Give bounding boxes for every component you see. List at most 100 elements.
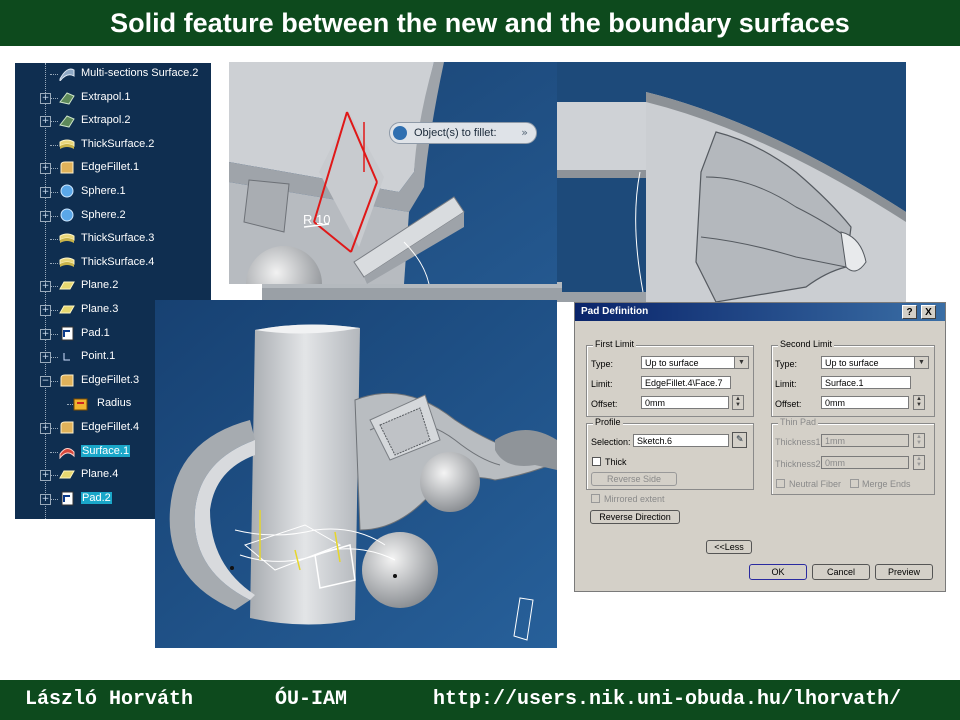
thick-surface-icon bbox=[59, 137, 75, 152]
tree-branch-line bbox=[50, 121, 58, 123]
slide-title: Solid feature between the new and the bo… bbox=[110, 7, 850, 38]
thickness2-label: Thickness2: bbox=[775, 459, 824, 469]
tree-item[interactable]: +Extrapol.2 bbox=[15, 111, 211, 131]
first-offset-field[interactable]: 0mm bbox=[641, 396, 729, 409]
tree-item[interactable]: ThickSurface.3 bbox=[15, 229, 211, 249]
thick-surface-icon bbox=[59, 255, 75, 270]
second-offset-label: Offset: bbox=[775, 399, 802, 409]
tree-item-label: Pad.2 bbox=[81, 491, 112, 504]
surface-icon bbox=[59, 444, 75, 460]
pad-icon bbox=[59, 326, 75, 341]
close-button[interactable]: X bbox=[921, 305, 936, 319]
mirrored-extent-checkbox[interactable] bbox=[591, 494, 600, 503]
tree-item[interactable]: +EdgeFillet.4 bbox=[15, 418, 211, 438]
tree-branch-line bbox=[50, 333, 58, 335]
edge-fillet-icon bbox=[59, 420, 75, 435]
footer-author: László Horváth bbox=[25, 688, 194, 711]
viewport-fillet-view[interactable]: R 10 Object(s) to fillet: » bbox=[229, 62, 557, 284]
viewport-pad-result-view[interactable] bbox=[646, 62, 906, 302]
pad-icon bbox=[59, 491, 75, 506]
thick-checkbox[interactable] bbox=[592, 457, 601, 466]
preview-button[interactable]: Preview bbox=[875, 564, 933, 580]
fillet-prompt-tooltip[interactable]: Object(s) to fillet: » bbox=[389, 122, 537, 144]
tree-item[interactable]: +Extrapol.1 bbox=[15, 88, 211, 108]
second-type-value: Up to surface bbox=[825, 358, 879, 368]
tree-item[interactable]: +Sphere.2 bbox=[15, 206, 211, 226]
first-limit-value: EdgeFillet.4\Face.7 bbox=[645, 378, 723, 388]
tree-item-label: Radius bbox=[97, 397, 132, 410]
second-limit-field[interactable]: Surface.1 bbox=[821, 376, 911, 389]
multi-sections-surface-icon bbox=[59, 66, 75, 83]
viewport-background-graphic bbox=[555, 62, 650, 302]
tree-item[interactable]: ThickSurface.4 bbox=[15, 253, 211, 273]
selection-field[interactable]: Sketch.6 bbox=[633, 434, 729, 447]
thickness2-value: 0mm bbox=[825, 458, 845, 468]
chevron-down-icon[interactable]: ▼ bbox=[914, 357, 928, 368]
less-button[interactable]: <<Less bbox=[706, 540, 752, 554]
thickness1-value: 1mm bbox=[825, 436, 845, 446]
thickness2-field[interactable]: 0mm bbox=[821, 456, 909, 469]
tree-branch-line bbox=[50, 357, 58, 359]
second-offset-field[interactable]: 0mm bbox=[821, 396, 909, 409]
viewport-background-strip bbox=[555, 62, 650, 302]
thickness1-label: Thickness1: bbox=[775, 437, 824, 447]
edge-fillet-icon bbox=[59, 160, 75, 175]
help-button[interactable]: ? bbox=[902, 305, 917, 319]
tree-item-label: Sphere.1 bbox=[81, 185, 126, 197]
cancel-button[interactable]: Cancel bbox=[812, 564, 870, 580]
tree-item[interactable]: +Point.1 bbox=[15, 347, 211, 367]
pad-definition-dialog[interactable]: Pad Definition ? X First Limit Type: Up … bbox=[574, 302, 946, 592]
thickness1-spinner[interactable]: ▲▼ bbox=[913, 433, 925, 448]
tree-branch-line bbox=[50, 97, 58, 99]
dialog-title-bar[interactable]: Pad Definition bbox=[575, 303, 945, 321]
tree-item[interactable]: +Pad.2 bbox=[15, 489, 211, 509]
neutral-fiber-checkbox[interactable] bbox=[776, 479, 785, 488]
tree-item[interactable]: Multi-sections Surface.2 bbox=[15, 64, 211, 84]
tree-item[interactable]: −EdgeFillet.3 bbox=[15, 371, 211, 391]
sketch-edit-button[interactable]: ✎ bbox=[732, 432, 747, 448]
merge-ends-checkbox[interactable] bbox=[850, 479, 859, 488]
tree-item-label: Multi-sections Surface.2 bbox=[81, 67, 199, 79]
tree-item-label: Extrapol.2 bbox=[81, 114, 131, 127]
first-type-select[interactable]: Up to surface ▼ bbox=[641, 356, 749, 369]
first-limit-group: First Limit bbox=[586, 339, 754, 417]
fillet-prompt-icon bbox=[393, 126, 407, 140]
fillet-3d-graphic: R 10 bbox=[229, 62, 557, 284]
merge-ends-label: Merge Ends bbox=[862, 479, 911, 489]
tree-item[interactable]: Radius bbox=[15, 394, 211, 414]
tree-branch-line bbox=[50, 428, 58, 429]
tree-item[interactable]: Surface.1 bbox=[15, 442, 211, 462]
chevron-right-icon: » bbox=[521, 126, 528, 139]
viewport-main-model[interactable] bbox=[155, 300, 557, 648]
first-type-label: Type: bbox=[591, 359, 614, 369]
thickness2-spinner[interactable]: ▲▼ bbox=[913, 455, 925, 470]
first-offset-spinner[interactable]: ▲▼ bbox=[732, 395, 744, 410]
footer-url[interactable]: http://users.nik.uni-obuda.hu/lhorvath/ bbox=[433, 688, 902, 711]
tree-item[interactable]: +EdgeFillet.1 bbox=[15, 158, 211, 178]
tree-item[interactable]: +Plane.2 bbox=[15, 276, 211, 296]
ok-button[interactable]: OK bbox=[749, 564, 807, 580]
tree-item[interactable]: +Sphere.1 bbox=[15, 182, 211, 202]
radius-icon bbox=[73, 396, 89, 411]
first-offset-label: Offset: bbox=[591, 399, 618, 409]
tree-item[interactable]: +Plane.3 bbox=[15, 300, 211, 320]
preview-label: Preview bbox=[887, 567, 920, 577]
tree-branch-line bbox=[50, 168, 58, 170]
tree-item[interactable]: +Pad.1 bbox=[15, 324, 211, 344]
plane-icon bbox=[59, 302, 75, 317]
selection-value: Sketch.6 bbox=[637, 436, 673, 446]
thickness1-field[interactable]: 1mm bbox=[821, 434, 909, 447]
tree-item-label: Pad.1 bbox=[81, 326, 110, 339]
tree-item[interactable]: +Plane.4 bbox=[15, 465, 211, 485]
specification-tree[interactable]: Multi-sections Surface.2 +Extrapol.1 +Extr… bbox=[15, 63, 211, 519]
second-offset-spinner[interactable]: ▲▼ bbox=[913, 395, 925, 410]
chevron-down-icon[interactable]: ▼ bbox=[734, 357, 748, 368]
reverse-side-button[interactable]: Reverse Side bbox=[591, 472, 677, 486]
viewport-background-strip-lower bbox=[262, 282, 562, 302]
tree-item[interactable]: ThickSurface.2 bbox=[15, 135, 211, 155]
thick-label: Thick bbox=[605, 457, 627, 467]
first-limit-field[interactable]: EdgeFillet.4\Face.7 bbox=[641, 376, 731, 389]
reverse-direction-button[interactable]: Reverse Direction bbox=[590, 510, 680, 524]
second-type-select[interactable]: Up to surface ▼ bbox=[821, 356, 929, 369]
tree-item-label: Extrapol.1 bbox=[81, 90, 131, 103]
